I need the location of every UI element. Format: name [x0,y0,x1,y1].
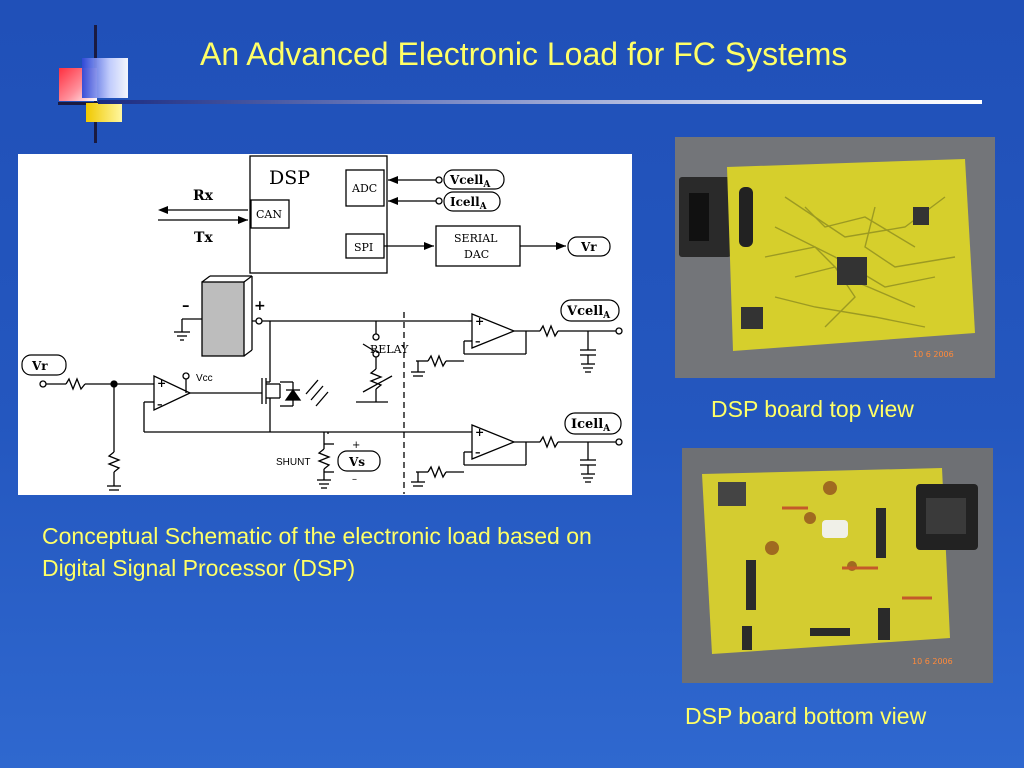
dsp-board-top-photo: 10 6 2006 [675,137,995,378]
vr-input-label: Vr [31,359,48,373]
logo-horizontal-line [58,102,98,105]
icell-output-label: Icell [571,417,603,432]
svg-text:VcellA: VcellA [566,304,611,321]
cell-minus-sign: – [182,296,190,314]
serial-label: SERIAL [454,232,498,245]
vs-plus-sign: + [352,440,360,451]
dsp-board-bottom-photo: 10 6 2006 [682,448,993,683]
icell-adc-label: Icell [450,195,480,209]
rx-label: Rx [193,188,214,204]
bottom-photo-date: 10 6 2006 [912,657,953,666]
adc-label: ADC [351,182,377,195]
schematic-svg: DSP ADC CAN SPI SERIAL DAC Rx Tx VcellA … [21,155,623,494]
dsp-block [249,155,388,274]
dsp-label: DSP [269,167,310,189]
schematic-caption: Conceptual Schematic of the electronic l… [42,523,592,581]
amp-bottom-plus-sign: + [475,426,484,439]
amp-top-minus-sign: – [475,335,481,348]
opamp-minus-sign: – [157,398,163,411]
amp-bottom-minus-sign: – [475,446,481,459]
amp-top-plus-sign: + [475,315,484,328]
schematic-diagram: DSP ADC CAN SPI SERIAL DAC Rx Tx VcellA … [18,154,632,495]
top-photo-date: 10 6 2006 [913,350,954,359]
svg-text:IcellA: IcellA [571,417,611,434]
vcc-label: Vcc [196,373,213,384]
spi-label: SPI [354,241,373,254]
vr-output-label: Vr [580,240,597,254]
title-rule [98,100,982,104]
vs-label: Vs [348,455,365,469]
can-label: CAN [256,208,282,221]
can-block [250,199,290,229]
dac-label: DAC [464,248,489,261]
cell-plus-sign: + [254,298,266,314]
vs-minus-sign: – [352,474,357,485]
adc-block [345,169,385,207]
vcell-output-label: Vcell [566,304,603,319]
slide-title: An Advanced Electronic Load for FC Syste… [200,36,848,72]
logo-blue-square [82,58,128,98]
logo-yellow-square [86,103,122,122]
shunt-label: SHUNT [276,457,310,468]
tx-label: Tx [194,230,213,246]
svg-text:IcellA: IcellA [450,195,488,212]
top-photo-caption: DSP board top view [711,396,914,422]
bottom-photo-caption: DSP board bottom view [685,703,927,729]
vcell-adc-label: Vcell [449,173,484,187]
relay-label: RELAY [370,343,409,356]
opamp-plus-sign: + [157,377,166,390]
svg-text:VcellA: VcellA [449,173,491,190]
